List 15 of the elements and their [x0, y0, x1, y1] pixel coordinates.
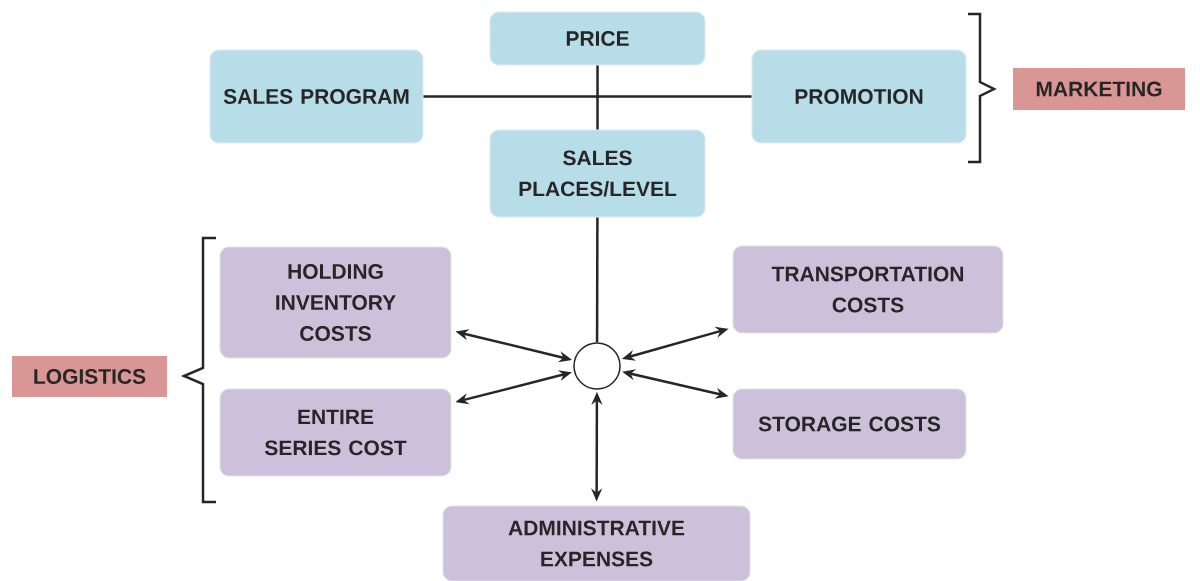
marketing-box: SALES PLACES/LEVEL: [489, 129, 706, 218]
category-label: MARKETING: [1013, 68, 1185, 110]
cost-box: ADMINISTRATIVE EXPENSES: [442, 505, 751, 581]
cost-box: ENTIRE SERIES COST: [219, 388, 452, 477]
marketing-box: PROMOTION: [751, 49, 967, 144]
connector-line: [595, 217, 599, 343]
category-label: LOGISTICS: [12, 356, 167, 397]
marketing-box: SALES PROGRAM: [209, 49, 424, 144]
cost-box: HOLDING INVENTORY COSTS: [219, 246, 452, 359]
cost-box: STORAGE COSTS: [732, 388, 967, 460]
junction-circle: [573, 342, 621, 390]
marketing-box: PRICE: [489, 11, 706, 66]
connector-line: [423, 95, 752, 98]
connector-line: [596, 65, 599, 130]
cost-box: TRANSPORTATION COSTS: [732, 245, 1004, 334]
